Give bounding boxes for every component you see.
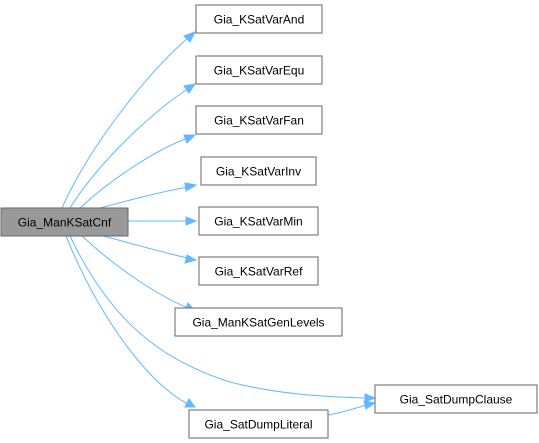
node-gia-ksatvarref[interactable]: Gia_KSatVarRef bbox=[198, 256, 319, 286]
node-label: Gia_SatDumpLiteral bbox=[204, 418, 312, 432]
arrowhead-ksatvarequ bbox=[183, 83, 197, 94]
arrowhead-satdumpclause bbox=[364, 393, 377, 403]
node-gia-ksatvarequ[interactable]: Gia_KSatVarEqu bbox=[195, 55, 323, 85]
node-gia-ksatvarmin[interactable]: Gia_KSatVarMin bbox=[198, 206, 319, 236]
node-gia-ksatvarand[interactable]: Gia_KSatVarAnd bbox=[195, 4, 323, 34]
node-gia-manksatgenlevels[interactable]: Gia_ManKSatGenLevels bbox=[174, 307, 343, 337]
edge-root-to-ksatvarfan bbox=[79, 137, 189, 209]
edge-root-to-ksatvarinv bbox=[99, 186, 189, 209]
node-label: Gia_KSatVarFan bbox=[214, 114, 304, 128]
node-gia-ksatvarinv[interactable]: Gia_KSatVarInv bbox=[200, 156, 317, 186]
edges bbox=[61, 31, 377, 416]
node-label: Gia_KSatVarEqu bbox=[214, 64, 305, 78]
edge-root-to-mankstagenlevels bbox=[81, 235, 189, 309]
edge-root-to-ksatvarref bbox=[99, 234, 189, 259]
node-gia-satdumpliteral[interactable]: Gia_SatDumpLiteral bbox=[188, 409, 329, 439]
nodes: Gia_ManKSatCnf Gia_KSatVarAnd Gia_KSatVa… bbox=[0, 4, 538, 439]
arrowhead-ksatvarinv bbox=[184, 182, 198, 192]
node-label: Gia_ManKSatCnf bbox=[18, 216, 112, 230]
arrowhead-satdumpliteral bbox=[184, 398, 196, 408]
node-label: Gia_KSatVarRef bbox=[215, 265, 303, 279]
edge-satdumpliteral-to-satdumpclause bbox=[327, 404, 368, 416]
arrowhead-satdumpclause-2 bbox=[363, 400, 377, 410]
node-gia-satdumpclause[interactable]: Gia_SatDumpClause bbox=[374, 384, 538, 414]
node-label: Gia_KSatVarAnd bbox=[214, 13, 305, 27]
node-label: Gia_ManKSatGenLevels bbox=[192, 316, 324, 330]
node-gia-ksatvarfan[interactable]: Gia_KSatVarFan bbox=[195, 105, 323, 135]
node-label: Gia_KSatVarMin bbox=[214, 215, 302, 229]
node-label: Gia_KSatVarInv bbox=[216, 165, 301, 179]
arrowhead-ksatvarfan bbox=[183, 134, 197, 144]
node-label: Gia_SatDumpClause bbox=[400, 393, 513, 407]
arrowhead-ksatvarand bbox=[183, 31, 197, 43]
arrowhead-ksatvarref bbox=[184, 254, 198, 264]
arrowhead-ksatvarmin bbox=[185, 216, 198, 226]
edge-root-to-ksatvarequ bbox=[69, 88, 189, 209]
node-gia-manksatcnf[interactable]: Gia_ManKSatCnf bbox=[0, 207, 129, 237]
edge-root-to-ksatvarand bbox=[61, 37, 189, 209]
edge-root-to-satdumpliteral bbox=[65, 235, 189, 405]
edge-root-to-satdumpclause bbox=[69, 235, 368, 399]
